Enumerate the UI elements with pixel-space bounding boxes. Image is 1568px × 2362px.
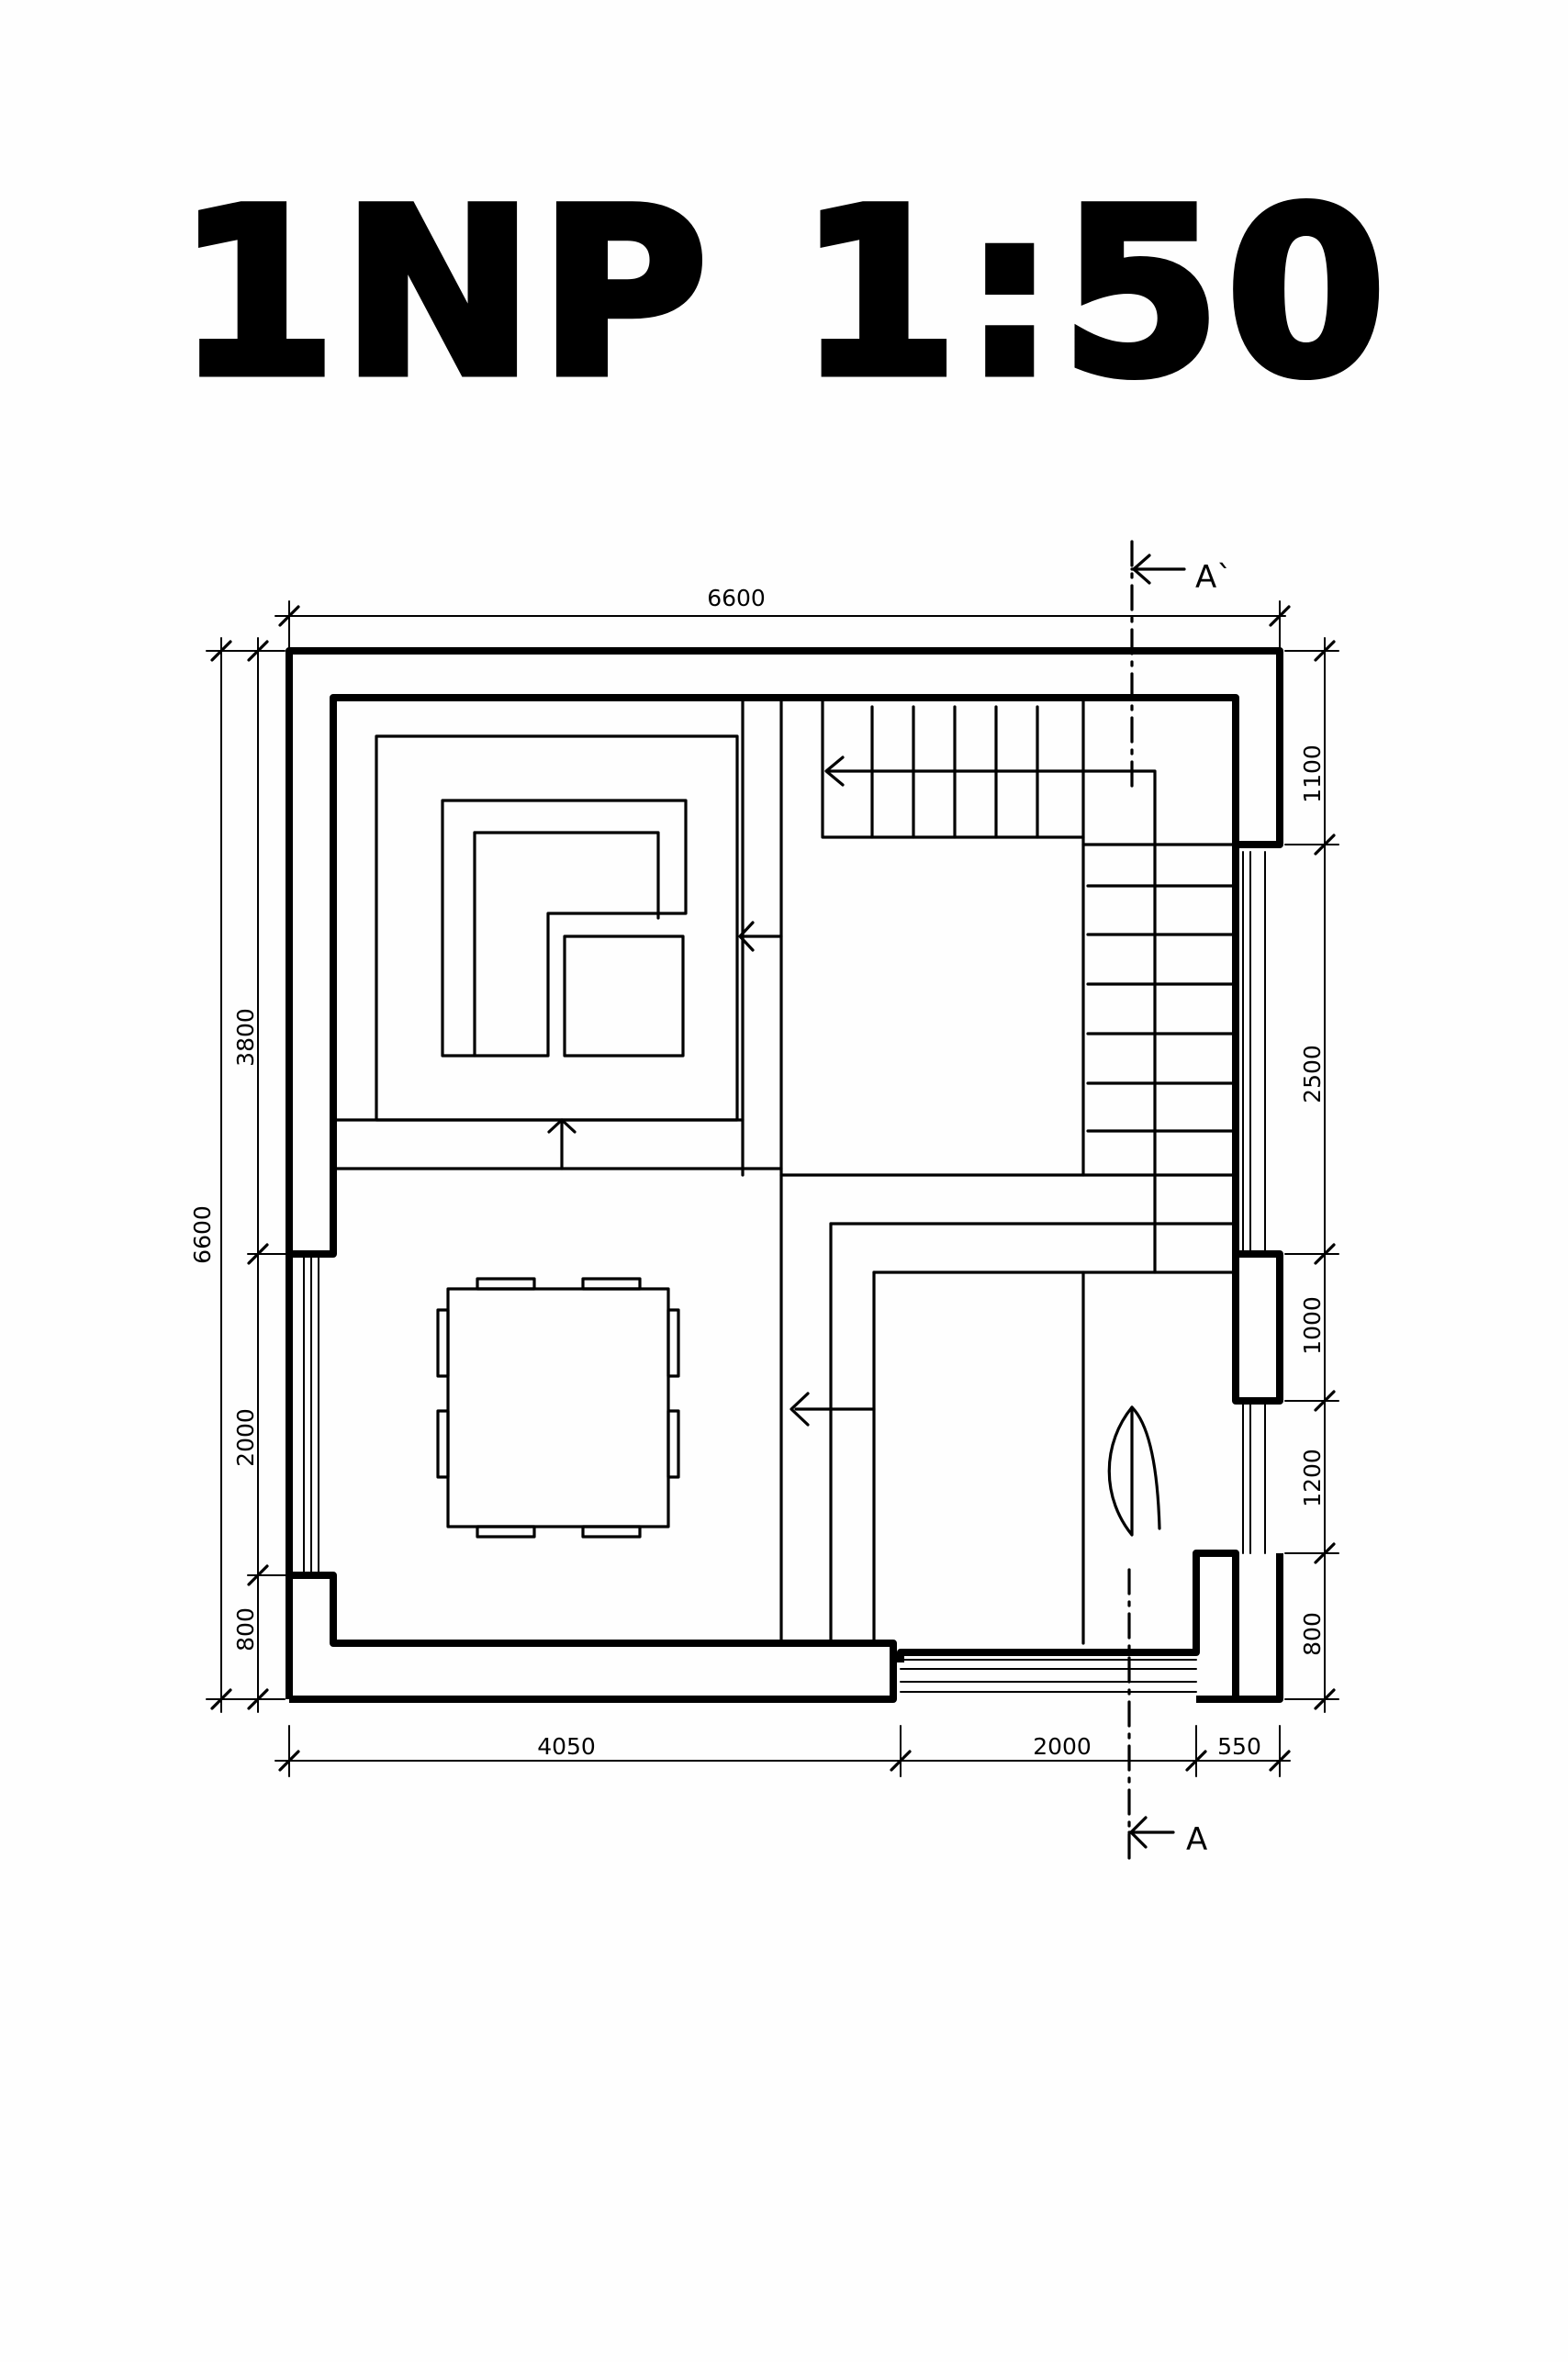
dim-right-1: 1100: [1299, 744, 1326, 803]
dim-right-4: 1200: [1299, 1449, 1326, 1507]
section-label-top: A`: [1195, 559, 1232, 596]
dimension-lines: 6600 6600 3800 2000 800: [189, 585, 1339, 1777]
dim-right-2: 2500: [1299, 1045, 1326, 1103]
dim-right-5: 800: [1299, 1612, 1326, 1656]
entry-arrow: [790, 1392, 876, 1427]
dim-bottom-3: 550: [1217, 1733, 1261, 1760]
dim-left-lower: 800: [232, 1607, 259, 1651]
dim-left-upper: 3800: [232, 1008, 259, 1067]
dim-bottom-2: 2000: [1033, 1733, 1092, 1760]
plan-title: 1NP 1:50: [173, 160, 1392, 427]
upper-left-furniture: [375, 734, 783, 1170]
dim-left-total: 6600: [189, 1205, 216, 1264]
dining-table: [436, 1277, 680, 1539]
section-label-bottom: A: [1186, 1821, 1207, 1858]
windows: [303, 851, 1266, 1693]
dim-bottom-1: 4050: [537, 1733, 596, 1760]
dim-left-middle: 2000: [232, 1408, 259, 1467]
section-line: A` A: [1127, 540, 1232, 1861]
staircase: [821, 696, 1238, 1274]
dim-top-total: 6600: [707, 585, 766, 611]
dim-right-3: 1000: [1299, 1296, 1326, 1355]
interior-partitions: [331, 696, 1238, 1645]
